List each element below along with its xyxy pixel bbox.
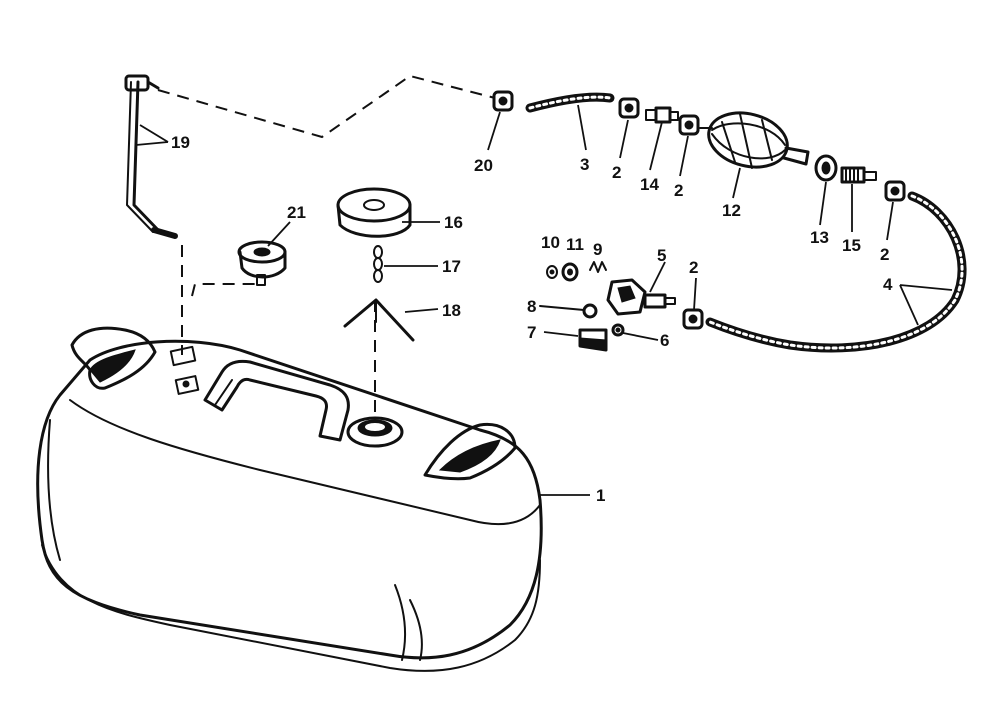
spring-9 xyxy=(589,261,607,273)
callout-15: 15 xyxy=(842,236,861,255)
callout-2-d: 2 xyxy=(689,258,698,277)
retainer-spring xyxy=(343,298,415,342)
leader-lines xyxy=(135,104,953,496)
screw-8 xyxy=(539,303,598,319)
clamp-2-d xyxy=(682,308,704,330)
washer-10 xyxy=(546,265,558,279)
callout-2-b: 2 xyxy=(674,181,683,200)
callout-10: 10 xyxy=(541,233,560,252)
callout-labels: 1 19 20 3 2 14 2 12 13 15 2 4 21 16 17 1… xyxy=(171,133,893,505)
callout-7: 7 xyxy=(527,323,536,342)
callout-6: 6 xyxy=(660,331,669,350)
callout-16: 16 xyxy=(444,213,463,232)
callout-2-c: 2 xyxy=(880,245,889,264)
filler-cap xyxy=(336,187,412,238)
callout-1: 1 xyxy=(596,486,605,505)
dashed-connector-fuel-line xyxy=(157,74,496,139)
clamp-2-c xyxy=(884,180,906,202)
nut-13 xyxy=(814,154,838,182)
callout-20: 20 xyxy=(474,156,493,175)
o-ring-11 xyxy=(561,262,579,282)
connector-14 xyxy=(645,106,679,124)
callout-18: 18 xyxy=(442,301,461,320)
callout-17: 17 xyxy=(442,257,461,276)
check-valve-15 xyxy=(840,166,877,184)
clamp-2-a xyxy=(618,97,640,119)
callout-3: 3 xyxy=(580,155,589,174)
callout-11: 11 xyxy=(566,235,584,254)
fuel-gauge xyxy=(237,240,287,286)
callout-13: 13 xyxy=(810,228,829,247)
fitting-20 xyxy=(492,90,514,112)
dashed-connector-gauge xyxy=(191,283,262,297)
retainer-chain xyxy=(373,245,383,283)
fuel-tank xyxy=(36,326,543,672)
callout-14: 14 xyxy=(640,175,659,194)
clamp-2-b xyxy=(678,114,700,136)
hose-section-4 xyxy=(705,191,967,353)
connector-5 xyxy=(606,278,676,316)
callout-4: 4 xyxy=(883,275,893,294)
callout-12: 12 xyxy=(722,201,741,220)
callout-21: 21 xyxy=(287,203,306,222)
pickup-tube xyxy=(124,74,178,239)
gasket-7 xyxy=(578,328,608,352)
callout-5: 5 xyxy=(657,246,666,265)
callout-8: 8 xyxy=(527,297,536,316)
callout-19: 19 xyxy=(171,133,190,152)
callout-9: 9 xyxy=(593,240,602,259)
hose-section-3 xyxy=(525,92,615,113)
callout-2-a: 2 xyxy=(612,163,621,182)
pin-6 xyxy=(611,323,625,337)
primer-bulb-12 xyxy=(699,111,810,169)
